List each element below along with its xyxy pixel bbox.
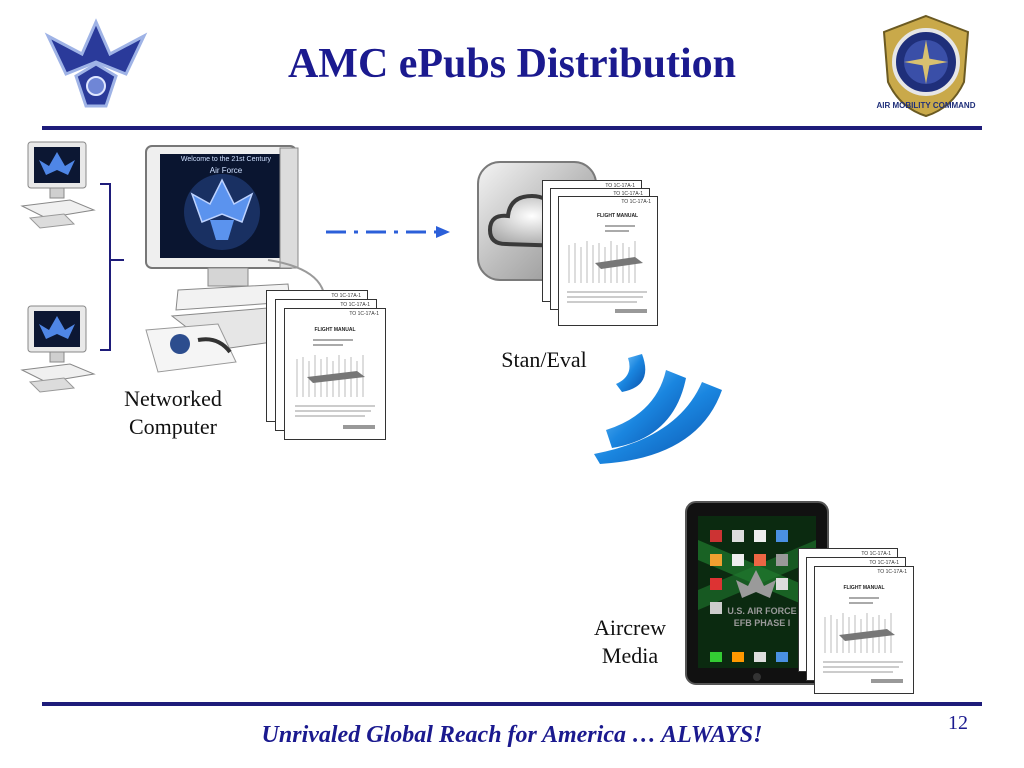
tablet-screen-text-2: EFB PHASE I xyxy=(733,618,791,628)
tablet-screen-text-1: U.S. AIR FORCE xyxy=(727,606,797,616)
networked-computer-label-line2: Computer xyxy=(129,414,217,439)
small-computer-bottom xyxy=(20,305,96,393)
monitor-icon xyxy=(145,145,326,373)
aircrew-media-label-line2: Media xyxy=(601,643,659,668)
wifi-icon xyxy=(594,354,722,464)
document-stack-tablet-3: TO 1C-17A-1 FLIGHT MANUAL xyxy=(814,566,914,694)
document-stack-cloud-3: TO 1C-17A-1 FLIGHT MANUAL xyxy=(558,196,658,326)
document-body-lines-cloud xyxy=(567,225,647,313)
small-computer-top xyxy=(20,141,96,229)
footer-slogan: Unrivaled Global Reach for America … ALW… xyxy=(261,722,763,748)
stan-eval-label: Stan/Eval xyxy=(501,347,587,372)
transfer-arrow xyxy=(326,226,450,238)
tablet-icon xyxy=(685,501,829,685)
monitor-screen-text-2: Air Force xyxy=(209,166,243,175)
page-number: 12 xyxy=(948,712,968,734)
network-bracket xyxy=(100,183,124,351)
networked-computer-label-line1: Networked xyxy=(124,386,222,411)
aircrew-media-label-line1: Aircrew xyxy=(593,615,667,640)
air-force-logo-icon xyxy=(44,18,148,108)
amc-emblem-icon: AIR MOBILITY COMMAND xyxy=(877,14,976,118)
document-body-lines-tablet xyxy=(823,597,903,683)
footer-rule xyxy=(42,702,982,706)
svg-text:AIR MOBILITY COMMAND: AIR MOBILITY COMMAND xyxy=(877,101,976,110)
document-stack-computer-3: TO 1C-17A-1 FLIGHT MANUAL xyxy=(284,308,386,440)
monitor-screen-text-1: Welcome to the 21st Century xyxy=(180,156,272,163)
document-body-lines xyxy=(295,339,375,429)
slide-title: AMC ePubs Distribution xyxy=(287,41,737,87)
header-rule xyxy=(42,126,982,130)
